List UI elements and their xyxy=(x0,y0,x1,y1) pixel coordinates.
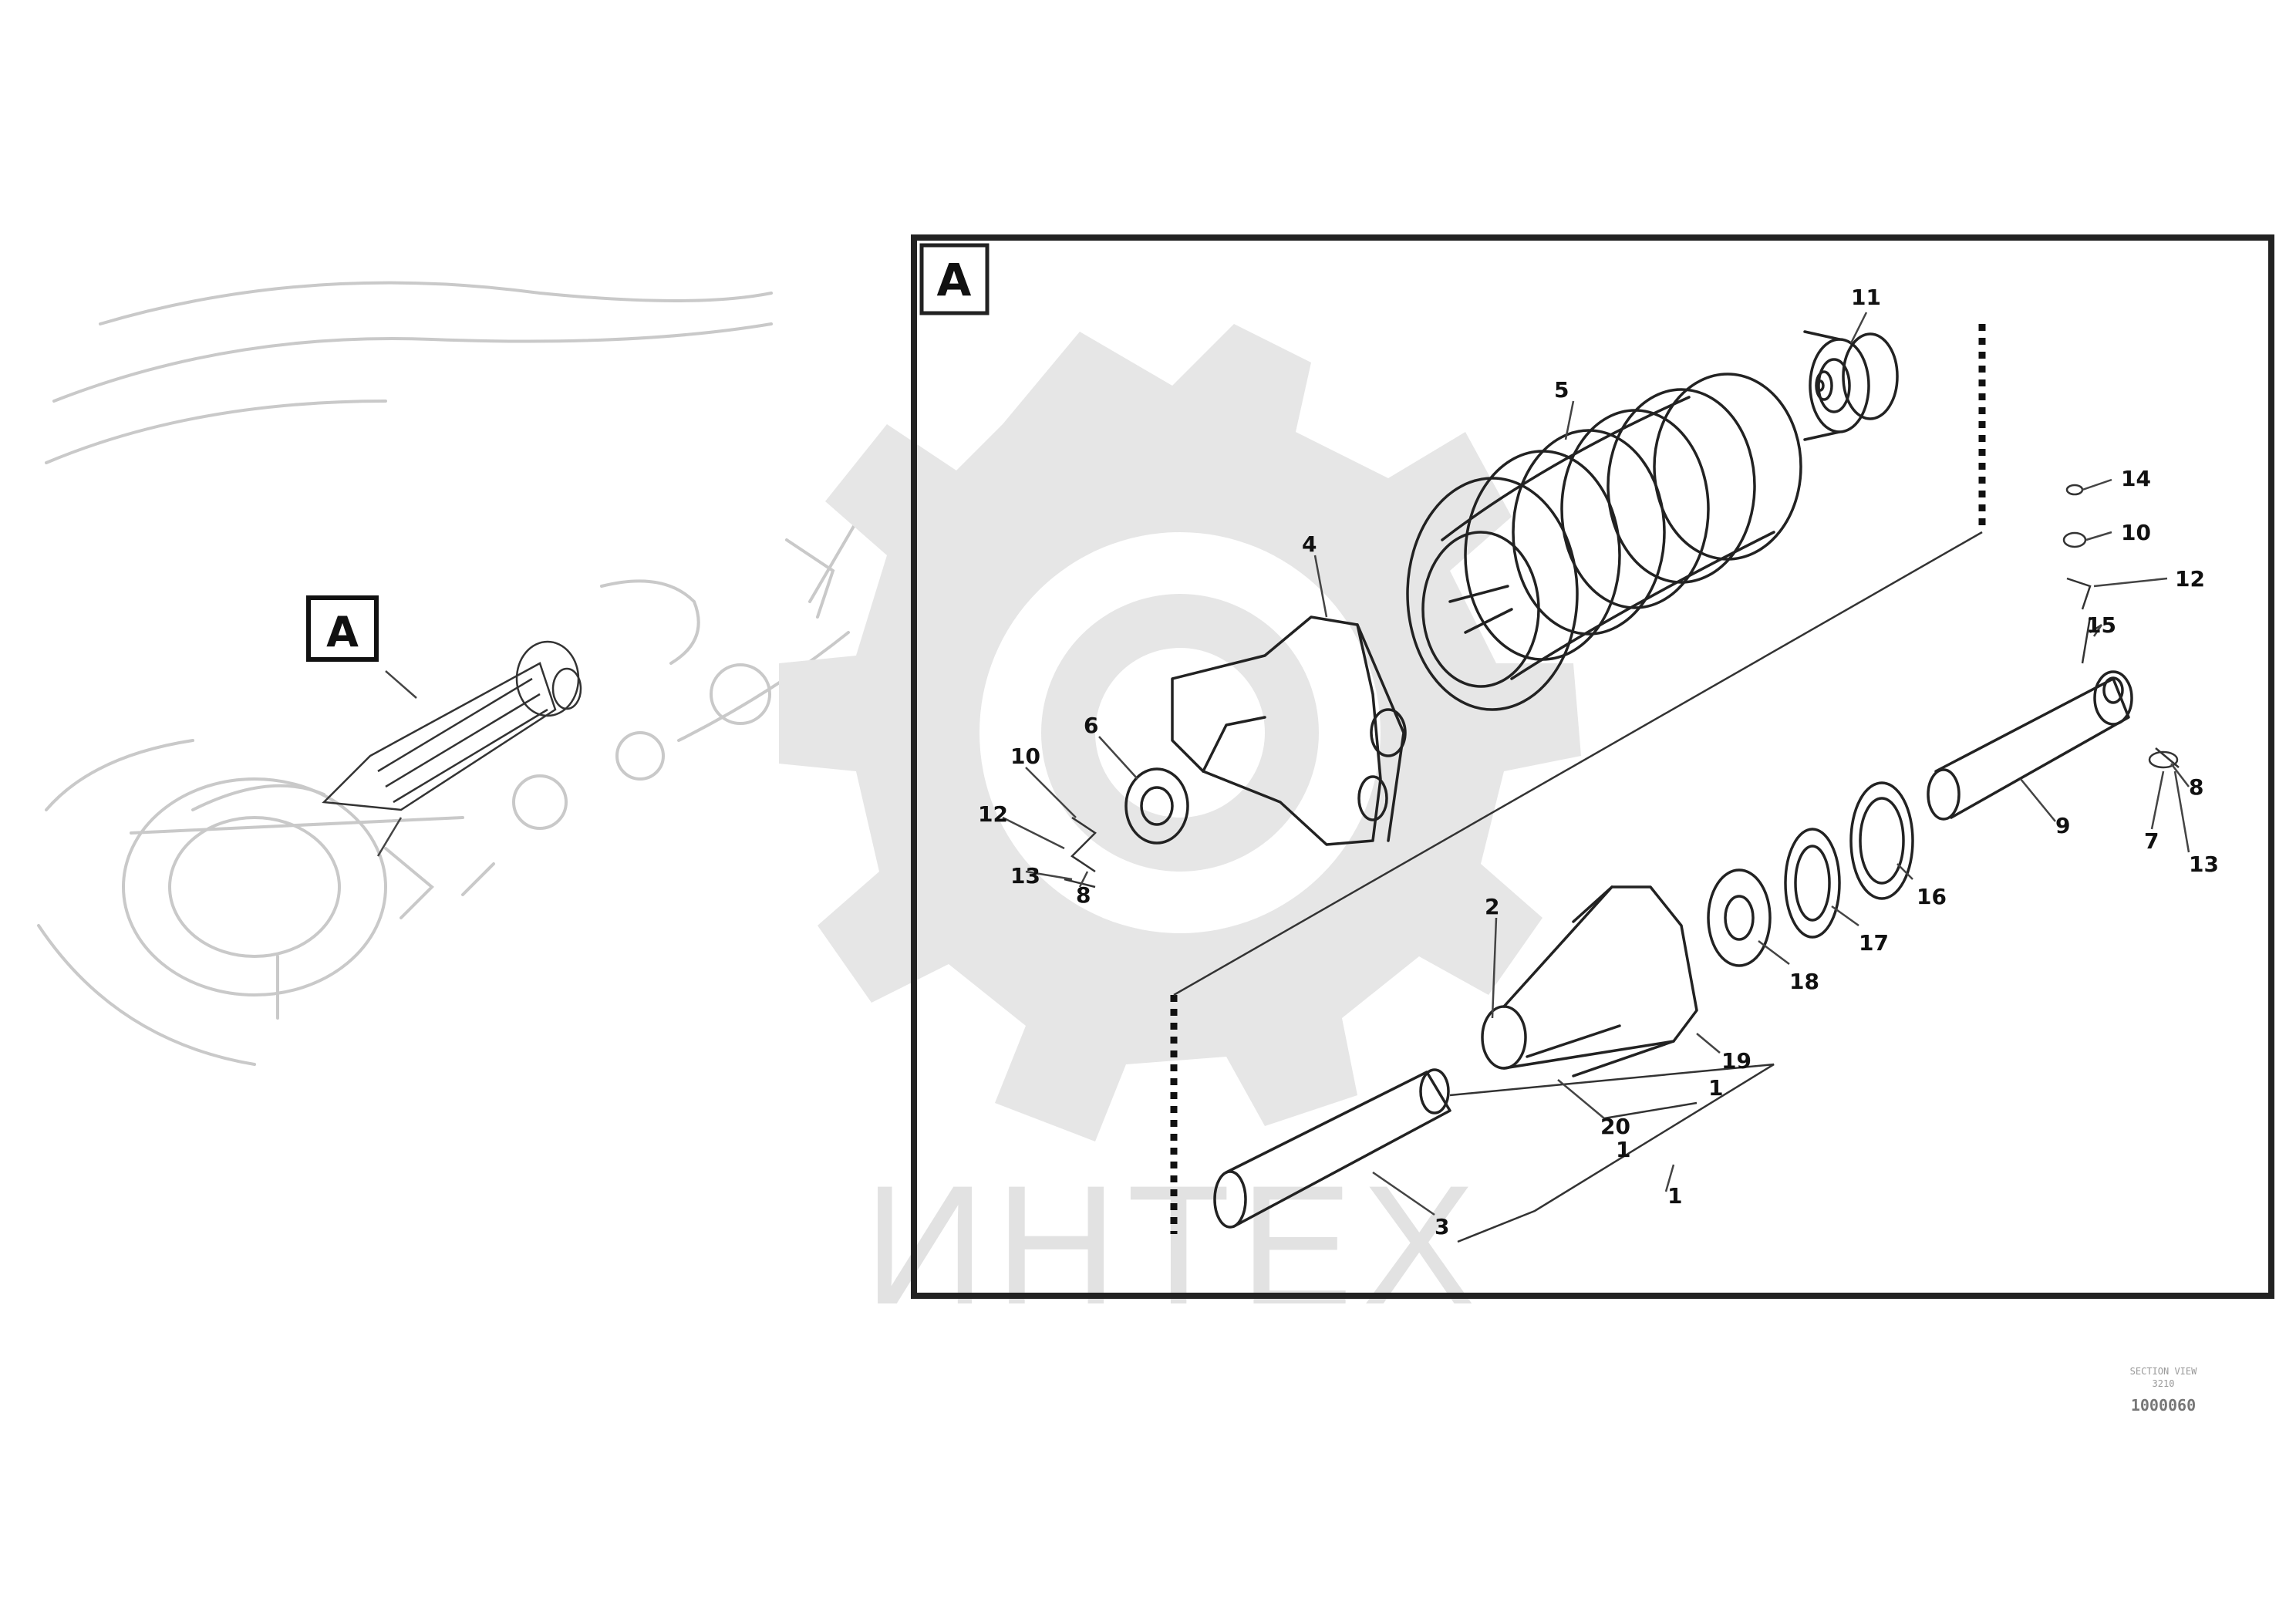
drawing-number: 1000060 xyxy=(2130,1396,2197,1415)
label-part-1c: 1 xyxy=(1708,1075,1723,1101)
detail-frame: A xyxy=(911,234,2274,1299)
label-part-13a: 13 xyxy=(1010,863,1040,889)
label-part-2: 2 xyxy=(1485,894,1499,919)
label-part-7: 7 xyxy=(2144,828,2159,854)
overview-ghost-drawing xyxy=(37,281,865,1066)
rings xyxy=(1707,781,1914,967)
overview-marker-text: A xyxy=(326,608,359,656)
drawing-reference: SECTION VIEW 3210 1000060 xyxy=(2082,1365,2244,1435)
reference-line-2: 3210 xyxy=(2152,1378,2175,1389)
label-part-5: 5 xyxy=(1554,377,1569,403)
label-part-8a: 8 xyxy=(1076,882,1091,908)
rod xyxy=(1213,1068,1451,1229)
label-part-8b: 8 xyxy=(2189,774,2203,800)
label-part-16: 16 xyxy=(1917,884,1947,909)
watermark-text: ИНТЕХ xyxy=(864,1150,1485,1340)
label-part-20: 20 xyxy=(1600,1114,1630,1139)
watermark: ИНТЕХ xyxy=(779,324,1581,1340)
label-part-15: 15 xyxy=(2086,612,2116,638)
detail-drawing xyxy=(1064,324,2180,1243)
label-part-14: 14 xyxy=(2121,466,2151,491)
label-part-11: 11 xyxy=(1851,285,1881,310)
yoke xyxy=(1481,885,1698,1077)
label-part-10a: 10 xyxy=(1010,744,1040,769)
cylinder-sleeve xyxy=(1803,330,1899,441)
fastener-stack xyxy=(2062,484,2179,769)
label-part-3: 3 xyxy=(1435,1214,1449,1239)
label-part-6: 6 xyxy=(1084,713,1098,738)
pin xyxy=(1927,616,2180,821)
label-part-17: 17 xyxy=(1859,930,1889,956)
label-part-9: 9 xyxy=(2055,813,2070,838)
reference-line-1: SECTION VIEW xyxy=(2129,1366,2197,1377)
spring xyxy=(1406,373,1802,711)
label-part-1a: 1 xyxy=(1667,1183,1682,1209)
leader-lines xyxy=(1002,312,2190,1216)
part-labels: 11 5 4 6 10 12 13 8 14 10 12 15 9 8 7 13… xyxy=(978,285,2219,1239)
label-part-10b: 10 xyxy=(2121,520,2151,545)
label-part-4: 4 xyxy=(1302,531,1317,557)
label-part-18: 18 xyxy=(1789,969,1819,994)
bracket xyxy=(1171,615,1407,846)
overview-detail-marker: A xyxy=(306,595,379,662)
overview-spring xyxy=(322,640,582,857)
label-part-1b: 1 xyxy=(1616,1137,1630,1162)
label-part-12b: 12 xyxy=(2175,566,2205,592)
label-part-13b: 13 xyxy=(2189,851,2219,877)
nut-washer xyxy=(1064,767,1189,889)
label-part-12a: 12 xyxy=(978,801,1008,827)
detail-marker-text: A xyxy=(937,254,972,306)
label-part-19: 19 xyxy=(1721,1048,1752,1074)
